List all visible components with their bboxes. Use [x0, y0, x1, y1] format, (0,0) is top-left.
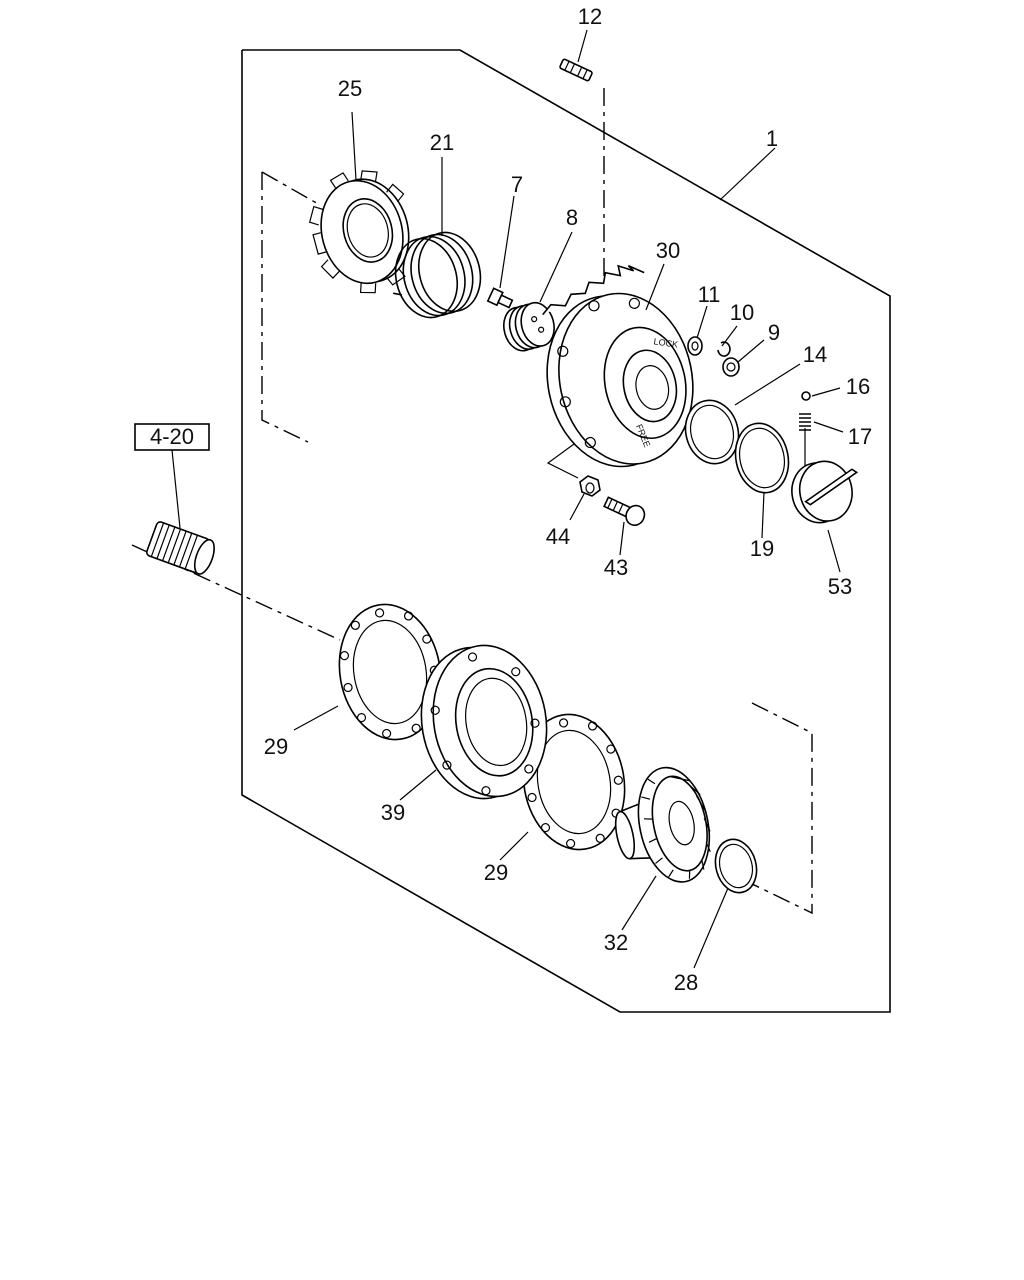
callout-14: 14 — [803, 342, 827, 367]
callout-21: 21 — [430, 130, 454, 155]
callout-29-lower: 29 — [484, 860, 508, 885]
bevel-gear-part-32 — [614, 766, 711, 883]
nut-part-44 — [579, 475, 601, 497]
spring-part-21 — [393, 231, 482, 319]
callout-32: 32 — [604, 930, 628, 955]
callout-1: 1 — [766, 126, 778, 151]
callout-30: 30 — [656, 238, 680, 263]
callout-28: 28 — [674, 970, 698, 995]
flange-part-39 — [420, 644, 548, 800]
bolt-part-43 — [603, 496, 646, 527]
callout-7: 7 — [511, 172, 523, 197]
callout-43: 43 — [604, 555, 628, 580]
spring-part-17 — [799, 413, 811, 431]
washer-part-11 — [687, 336, 703, 356]
ball-part-16 — [801, 391, 811, 401]
toothed-ring-part-25 — [308, 170, 410, 294]
gasket-part-29-lower — [522, 713, 626, 851]
callout-labels: 12 25 21 1 7 8 30 11 10 9 14 16 17 44 19… — [264, 4, 872, 995]
callout-29-upper: 29 — [264, 734, 288, 759]
callout-16: 16 — [846, 374, 870, 399]
screw-part-7 — [486, 287, 514, 309]
callout-12: 12 — [578, 4, 602, 29]
callout-53: 53 — [828, 574, 852, 599]
callout-17: 17 — [848, 424, 872, 449]
callout-9: 9 — [768, 320, 780, 345]
assembly-boundary — [241, 49, 891, 1013]
hub-housing-part-30: LOCK FREE — [542, 264, 694, 468]
leader-lines — [293, 29, 844, 969]
ring-part-19 — [734, 422, 790, 494]
callout-11: 11 — [698, 282, 721, 307]
snap-ring-part-28 — [714, 838, 758, 894]
stud-part-12 — [559, 58, 593, 82]
nut-part-9 — [722, 357, 740, 377]
reference-box-label: 4-20 — [150, 424, 194, 449]
o-ring-part-14 — [684, 399, 740, 465]
splined-shaft — [145, 521, 215, 575]
reference-box: 4-20 — [134, 423, 210, 529]
knob-part-53 — [791, 460, 859, 524]
callout-39: 39 — [381, 800, 405, 825]
callout-44: 44 — [546, 524, 570, 549]
callout-25: 25 — [338, 76, 362, 101]
cam-part-8 — [503, 301, 555, 352]
callout-8: 8 — [566, 205, 578, 230]
callout-19: 19 — [750, 536, 774, 561]
lock-marking: LOCK — [653, 336, 679, 349]
callout-10: 10 — [730, 300, 754, 325]
